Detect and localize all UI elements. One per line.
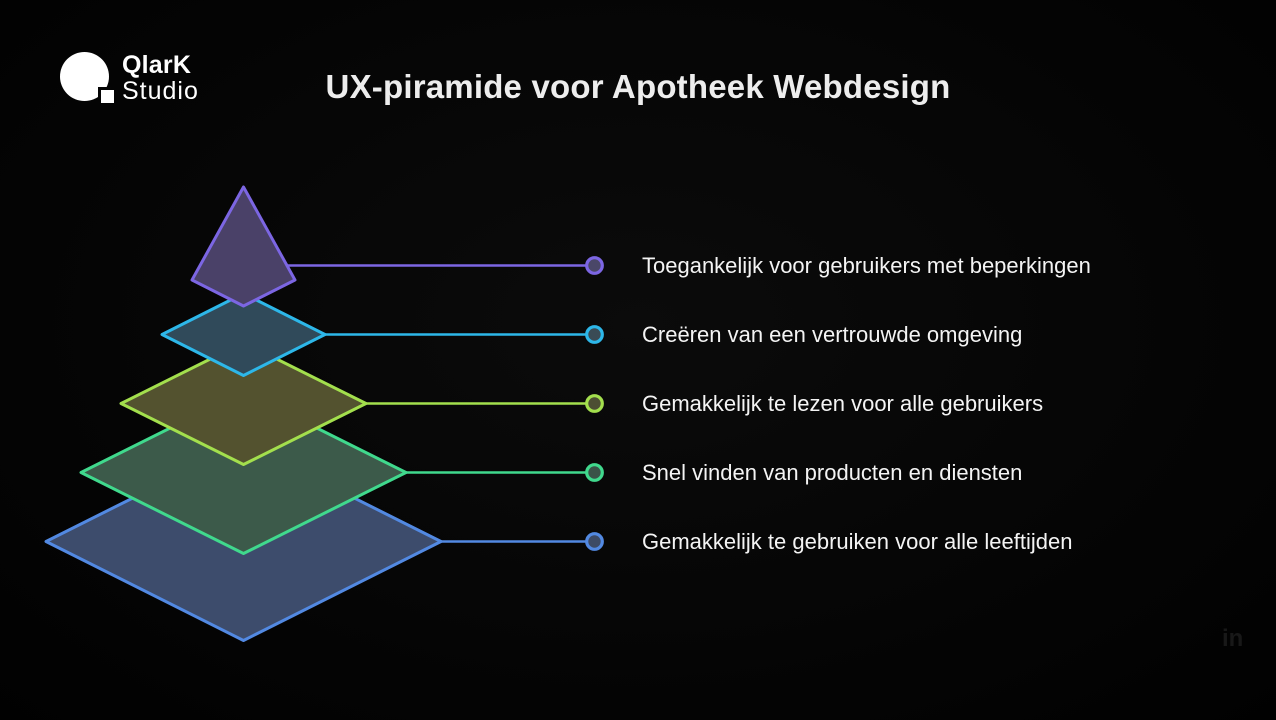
logo-text: QlarK Studio [122,51,199,105]
level-label-2: Creëren van een vertrouwde omgeving [642,321,1023,347]
connector-dot-4 [585,463,604,482]
logo-circle-icon [60,52,109,101]
logo-square-icon [101,90,114,103]
pyramid-level-4 [79,390,408,555]
connector-dot-1 [585,256,604,275]
level-label-5: Gemakkelijk te gebruiken voor alle leeft… [642,528,1073,554]
connector-dot-2 [585,325,604,344]
watermark: in [1222,625,1244,652]
level-label-1: Toegankelijk voor gebruikers met beperki… [642,252,1091,278]
pyramid-level-1 [190,185,297,308]
pyramid-level-2 [160,292,327,377]
logo-subname: Studio [122,77,199,105]
level-label-4: Snel vinden van producten en diensten [642,459,1023,485]
connector-dot-3 [585,394,604,413]
logo-name: QlarK [122,51,192,79]
connector-dot-5 [585,532,604,551]
level-label-3: Gemakkelijk te lezen voor alle gebruiker… [642,390,1044,416]
page-title: UX-piramide voor Apotheek Webdesign [325,68,951,105]
pyramid-level-3 [119,341,368,466]
